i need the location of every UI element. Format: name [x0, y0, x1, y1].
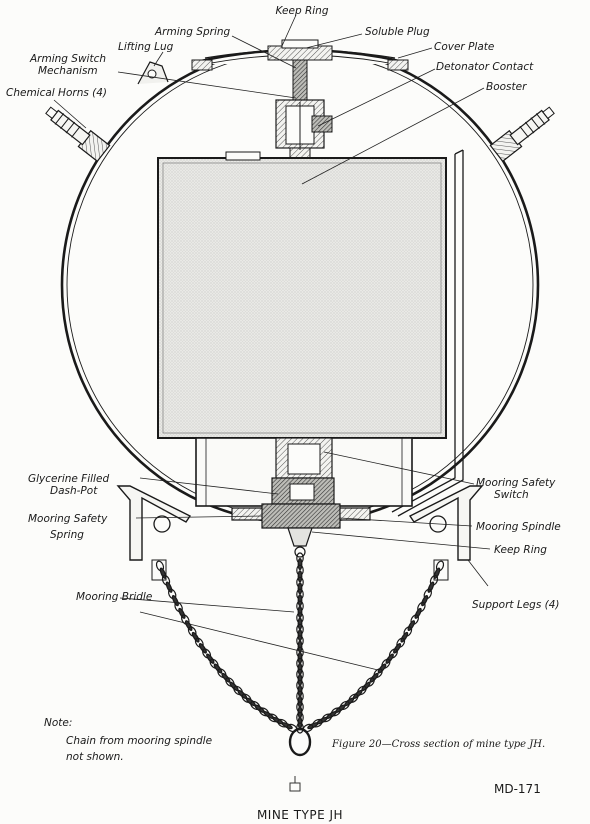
center-chain-link — [297, 594, 303, 607]
part-labels: Keep Ring Arming Spring Soluble Plug Lif… — [6, 5, 561, 611]
center-chain-link — [297, 628, 303, 642]
chemical-horn-right — [489, 106, 555, 163]
figure-caption: Figure 20—Cross section of mine type JH. — [331, 739, 545, 750]
label-glycerine-2: Dash-Pot — [50, 485, 98, 497]
page-title: MINE TYPE JH — [257, 808, 343, 822]
label-glycerine-1: Glycerine Filled — [28, 473, 109, 485]
center-chain-link — [297, 617, 303, 630]
right-chain-link — [385, 653, 394, 664]
label-arming-switch-2: Mechanism — [38, 65, 98, 77]
note-heading: Note: — [44, 717, 72, 729]
chemical-horn-left — [45, 106, 111, 163]
label-keep-ring-top: Keep Ring — [276, 5, 329, 17]
label-mooring-safety-spring-1: Mooring Safety — [28, 513, 108, 525]
right-chain-link — [393, 643, 402, 654]
right-chain-link — [377, 663, 387, 674]
label-mooring-safety-switch-1: Mooring Safety — [476, 477, 556, 489]
right-chain-link — [421, 595, 429, 607]
label-mooring-safety-spring-2: Spring — [50, 529, 84, 541]
bridle-ring — [288, 727, 312, 757]
drawing-code: MD-171 — [494, 782, 541, 796]
right-chain-link — [400, 631, 409, 643]
small-mark — [289, 776, 301, 792]
center-chain-link — [297, 570, 303, 583]
label-cover-plate: Cover Plate — [434, 41, 494, 53]
left-chain-link — [206, 653, 215, 664]
right-chain-link — [414, 607, 422, 619]
label-detonator-contact: Detonator Contact — [436, 61, 534, 73]
lower-chamber — [195, 437, 413, 507]
mooring-spindle-assembly — [231, 503, 371, 558]
label-mooring-spindle: Mooring Spindle — [476, 521, 561, 533]
label-soluble-plug: Soluble Plug — [365, 26, 430, 38]
center-chain-link — [297, 651, 303, 664]
center-chain-link — [297, 582, 303, 595]
center-chain-link — [297, 557, 303, 571]
left-chain-link — [178, 607, 186, 619]
left-chain-link — [221, 672, 231, 683]
left-chain-link — [191, 631, 200, 643]
note-line-1: Chain from mooring spindle — [66, 735, 212, 747]
left-chain-link — [213, 663, 223, 674]
right-chain-link — [369, 672, 379, 683]
label-lifting-lug: Lifting Lug — [118, 41, 174, 53]
note-line-2: not shown. — [66, 751, 124, 763]
note-block: Note: Chain from mooring spindle not sho… — [44, 717, 212, 763]
label-booster: Booster — [486, 81, 527, 93]
label-mooring-safety-switch-2: Switch — [494, 489, 529, 501]
label-arming-spring: Arming Spring — [154, 26, 231, 38]
label-keep-ring-bottom: Keep Ring — [494, 544, 547, 556]
left-chain-link — [171, 595, 179, 607]
center-chain-link — [297, 605, 303, 619]
leader-lines — [53, 14, 491, 671]
explosive-charge — [157, 151, 447, 439]
label-mooring-bridle: Mooring Bridle — [76, 591, 152, 603]
label-support-legs: Support Legs (4) — [472, 599, 560, 611]
label-chemical-horns: Chemical Horns (4) — [6, 87, 107, 99]
cover-plate — [191, 39, 409, 103]
mooring-bridle-chains — [155, 552, 445, 757]
vertical-tube — [391, 149, 464, 517]
lifting-lug — [137, 61, 169, 85]
label-arming-switch-1: Arming Switch — [29, 53, 106, 65]
right-chain-link — [407, 620, 416, 632]
left-chain-link — [198, 643, 207, 654]
